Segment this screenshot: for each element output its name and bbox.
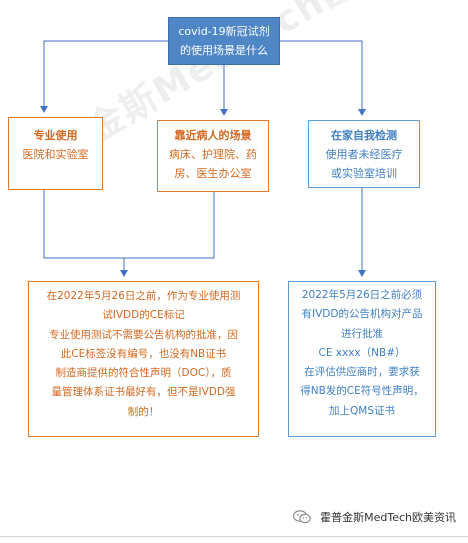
connector-professional-to-merge — [43, 190, 124, 259]
professional-detail-line-5: 制造商提供的符合性声明（DOC），质 — [55, 367, 232, 380]
professional-detail-line-6: 量管理体系证书最好有，但不是IVDD强 — [51, 386, 236, 399]
self-test-box: 在家自我检测 使用者未经医疗 或实验室培训 — [308, 120, 420, 188]
self-test-title: 在家自我检测 — [331, 129, 397, 142]
professional-use-box: 专业使用 医院和实验室 — [8, 117, 103, 190]
footer-attribution: 霍普金斯MedTech欧美资讯 — [292, 509, 456, 527]
self-test-detail-line-4: CE xxxx（NB#） — [318, 346, 406, 359]
self-test-detail-line-1: 2022年5月26日之前必须 — [301, 289, 423, 301]
self-test-detail-line-3: 进行批准 — [341, 327, 383, 340]
professional-detail-line-4: 此CE标签没有编号，也没有NB证书 — [60, 347, 227, 360]
root-line-1: covid-19新冠试剂 — [178, 25, 270, 38]
footer-text: 霍普金斯MedTech欧美资讯 — [320, 511, 456, 524]
self-test-detail-line-2: 有IVDD的公告机构对产品 — [301, 308, 423, 321]
root-line-2: 的使用场景是什么 — [180, 44, 268, 57]
root-question-box: covid-19新冠试剂 的使用场景是什么 — [168, 17, 280, 65]
self-test-detail-line-6: 得NB发的CE符号性声明， — [300, 385, 424, 398]
near-patient-line-2: 房、医生办公室 — [174, 167, 252, 180]
near-patient-box: 靠近病人的场景 病床、护理院、药 房、医生办公室 — [157, 120, 269, 192]
self-test-detail-line-5: 在评估供应商时，要求获 — [304, 366, 420, 379]
professional-detail-box: 在2022年5月26日之前，作为专业使用测 试IVDD的CE标记 专业使用测试不… — [28, 281, 259, 437]
connector-root-to-professional — [40, 40, 168, 113]
self-test-line-2: 或实验室培训 — [331, 167, 397, 180]
professional-use-line-1: 医院和实验室 — [22, 148, 89, 161]
footer-divider — [0, 536, 468, 537]
professional-detail-line-3: 专业使用测试不需要公告机构的批准，因 — [49, 328, 238, 341]
professional-detail-line-2: 试IVDD的CE标记 — [102, 309, 185, 322]
professional-detail-line-7: 制的！ — [127, 405, 160, 418]
professional-use-title: 专业使用 — [33, 129, 78, 142]
near-patient-title: 靠近病人的场景 — [174, 129, 252, 142]
professional-detail-line-1: 在2022年5月26日之前，作为专业使用测 — [46, 290, 241, 302]
wechat-icon — [292, 509, 311, 527]
self-test-detail-box: 2022年5月26日之前必须 有IVDD的公告机构对产品 进行批准 CE xxx… — [288, 281, 436, 437]
self-test-detail-line-7: 加上QMS证书 — [329, 404, 395, 417]
self-test-line-1: 使用者未经医疗 — [325, 148, 403, 161]
connector-near-patient-to-merge — [124, 192, 215, 259]
near-patient-line-1: 病床、护理院、药 — [169, 148, 257, 161]
connector-root-to-self-test — [280, 40, 366, 116]
